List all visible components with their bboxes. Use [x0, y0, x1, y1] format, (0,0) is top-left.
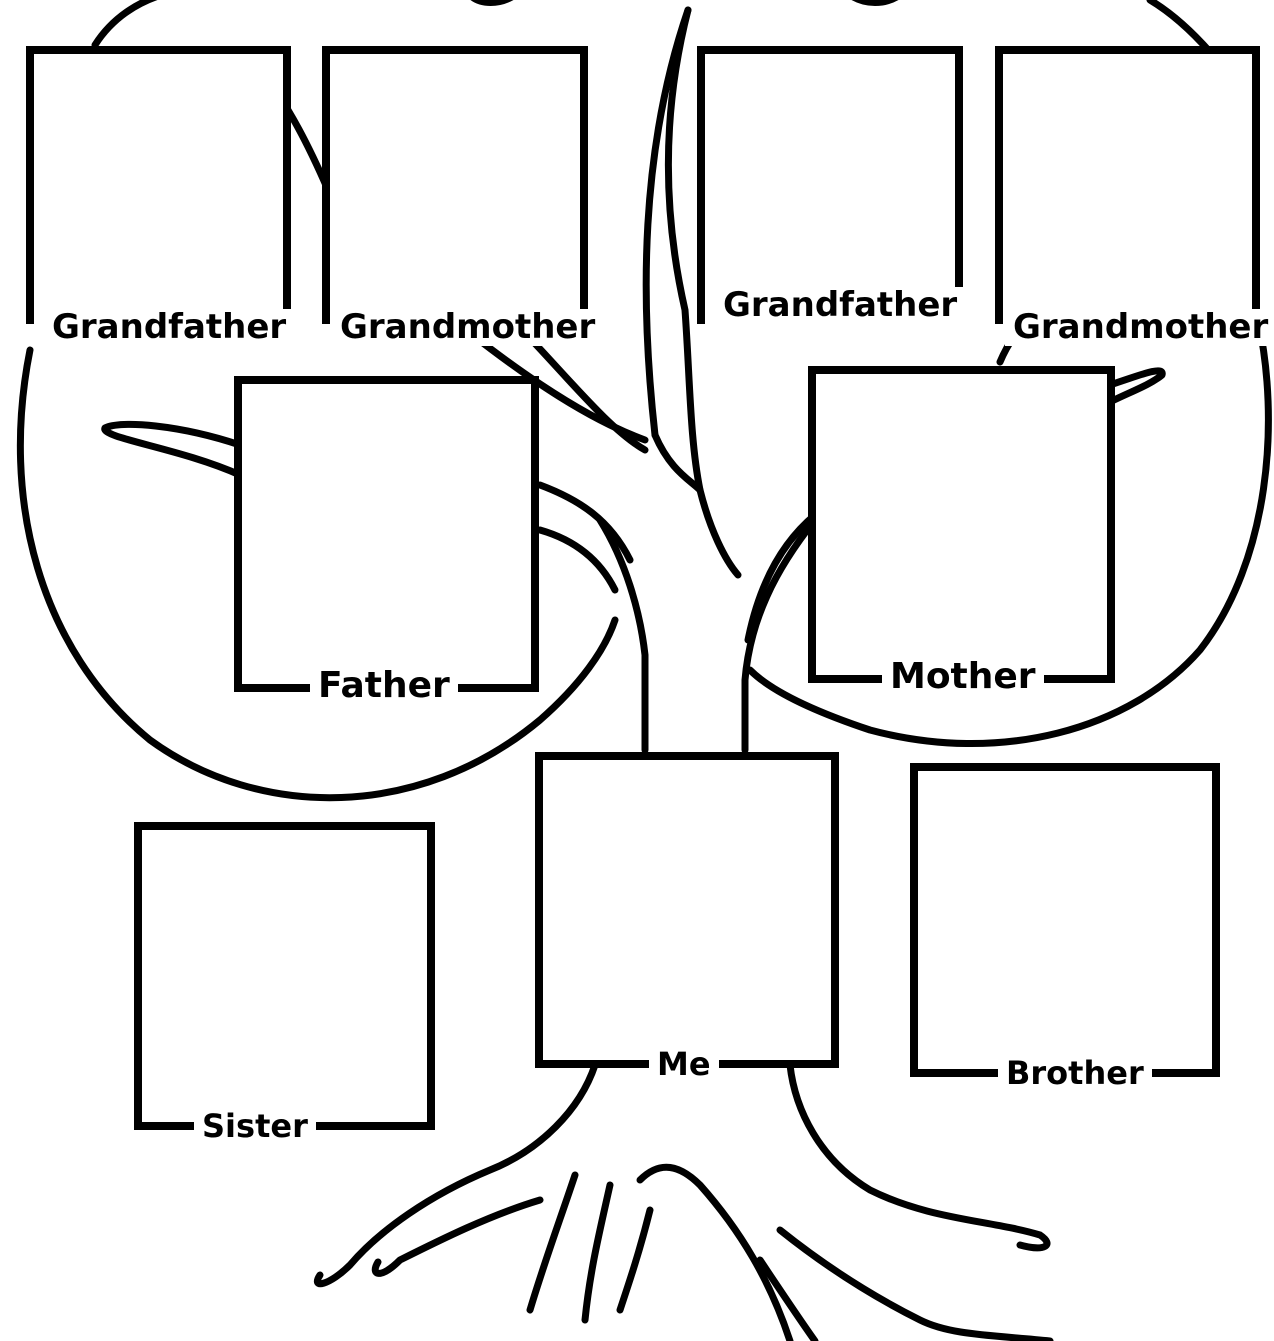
grandfather-right-box: Grandfather: [697, 46, 963, 324]
mother-box: Mother: [808, 366, 1115, 683]
root-right-edge: [790, 1065, 1047, 1248]
brother-label: Brother: [998, 1056, 1152, 1091]
grandmother-left-box: Grandmother: [322, 46, 588, 324]
brother-box: Brother: [910, 763, 1220, 1077]
sister-box: Sister: [134, 822, 435, 1130]
grandfather-left-label: Grandfather: [44, 309, 294, 346]
root-right-inner: [780, 1230, 1050, 1341]
grandmother-right-box: Grandmother: [995, 46, 1260, 324]
grandfather-left-box: Grandfather: [26, 46, 291, 324]
root-center-a: [530, 1175, 575, 1310]
father-label: Father: [310, 666, 458, 706]
grandmother-right-label: Grandmother: [1005, 309, 1274, 346]
me-box: Me: [535, 752, 839, 1068]
me-label: Me: [649, 1047, 719, 1082]
top-arc-left: [470, 0, 515, 3]
right-crown-outline: [1150, 0, 1210, 52]
sister-label: Sister: [194, 1109, 316, 1144]
root-center-c: [640, 1167, 790, 1341]
right-twig: [1110, 371, 1162, 402]
left-crown-outline: [95, 0, 240, 45]
mother-label: Mother: [882, 657, 1044, 697]
root-center-d: [620, 1210, 650, 1310]
left-twig: [105, 424, 240, 475]
grandmother-left-label: Grandmother: [332, 309, 603, 346]
branch-father-b: [540, 530, 615, 590]
grandfather-right-label: Grandfather: [715, 287, 965, 324]
root-center-b: [585, 1185, 610, 1320]
top-arc-right: [850, 0, 900, 3]
root-left-inner: [375, 1200, 540, 1273]
branch-center-left: [646, 10, 688, 435]
father-box: Father: [234, 376, 539, 692]
